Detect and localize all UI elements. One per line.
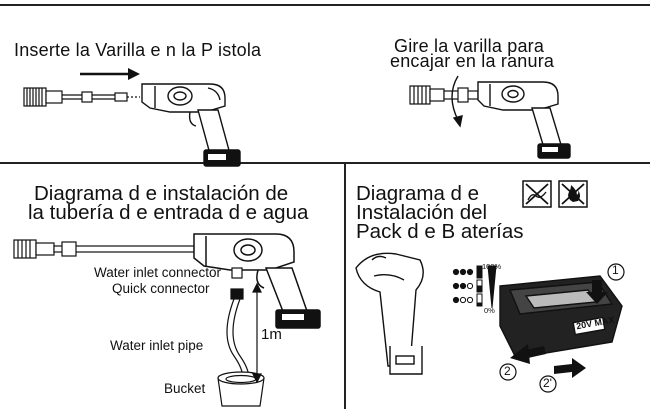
battery-diagram-title-line3: Pack d e B aterías bbox=[356, 220, 524, 243]
wand-rod bbox=[53, 241, 195, 257]
insert-down-arrow bbox=[586, 280, 608, 304]
distance-marker bbox=[252, 282, 262, 384]
label-bucket: Bucket bbox=[164, 381, 206, 396]
spray-gun bbox=[193, 233, 321, 329]
label-quick-connector: Quick connector bbox=[112, 281, 210, 296]
insert-rod-illustration bbox=[23, 68, 241, 167]
water-inlet-illustration bbox=[13, 233, 321, 407]
divider-middle bbox=[0, 162, 650, 164]
divider-top bbox=[0, 4, 650, 6]
rotate-arrow bbox=[451, 75, 463, 128]
charge-level-indicator bbox=[452, 265, 497, 309]
battery-illustration bbox=[355, 252, 625, 393]
twist-rod-line1: Gire la varilla para bbox=[394, 36, 545, 56]
gauge-full-label: 100% bbox=[482, 262, 502, 271]
twist-rod-illustration bbox=[409, 75, 571, 159]
step-1-label: 1 bbox=[612, 263, 619, 277]
gun-handle bbox=[355, 252, 424, 375]
step-2-label: 2 bbox=[504, 364, 511, 378]
insert-arrow bbox=[80, 68, 140, 80]
wand-rod bbox=[62, 91, 140, 103]
insert-rod-title: Inserte la Varilla e n la P istola bbox=[14, 40, 262, 60]
twist-rod-line2: encajar en la ranura bbox=[390, 51, 555, 71]
step-2-prime-label: 2' bbox=[543, 376, 552, 390]
battery-diagram-title-line2: Instalación del bbox=[356, 201, 488, 224]
spray-gun bbox=[141, 83, 241, 167]
no-fire-icon bbox=[558, 180, 588, 208]
divider-vertical bbox=[344, 162, 346, 409]
battery-diagram-title-line1: Diagrama d e bbox=[356, 182, 480, 205]
water-diagram-title-line2: la tubería d e entrada d e agua bbox=[28, 201, 309, 224]
step-markers bbox=[499, 263, 625, 393]
brush-nozzle bbox=[409, 85, 445, 105]
spray-gun bbox=[477, 81, 571, 159]
no-water-icon bbox=[522, 180, 552, 208]
label-water-inlet-pipe: Water inlet pipe bbox=[110, 338, 204, 353]
brush-nozzle bbox=[23, 87, 63, 107]
slide-arrow bbox=[510, 344, 586, 378]
bucket-icon bbox=[217, 371, 265, 407]
wand-rod bbox=[443, 87, 479, 103]
inlet-connector bbox=[230, 267, 244, 300]
water-diagram-title-line1: Diagrama d e instalación de bbox=[34, 182, 289, 205]
battery-pack bbox=[499, 275, 623, 359]
label-distance: 1m bbox=[261, 326, 282, 343]
gauge-empty-label: 0% bbox=[484, 306, 495, 315]
brush-nozzle bbox=[13, 239, 55, 259]
label-water-inlet-connector: Water inlet connector bbox=[94, 265, 222, 280]
